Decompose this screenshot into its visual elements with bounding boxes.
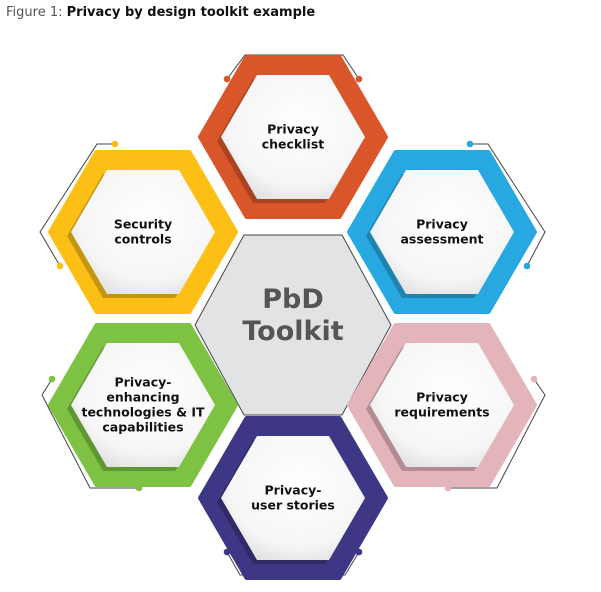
privacy-user-stories-inner-shape: [221, 436, 365, 560]
figure-caption: Figure 1: Privacy by design toolkit exam…: [6, 5, 315, 20]
caption-title: Privacy by design toolkit example: [66, 5, 316, 20]
privacy-checklist-inner-shape: [221, 75, 365, 199]
security-controls-connector-dot: [56, 262, 64, 270]
privacy-user-stories-label-line: Privacy-: [265, 483, 322, 498]
privacy-enhancing-technologies-label-line: Privacy-: [115, 375, 172, 390]
privacy-requirements-inner-shape: [370, 343, 514, 467]
privacy-enhancing-technologies-label-line: enhancing: [106, 390, 179, 405]
privacy-user-stories-label-line: user stories: [251, 498, 335, 513]
privacy-assessment-label-line: assessment: [400, 232, 483, 247]
privacy-enhancing-technologies-label-line: technologies & IT: [81, 405, 205, 420]
privacy-enhancing-technologies-label-line: capabilities: [102, 420, 183, 435]
privacy-assessment-connector-dot: [466, 140, 474, 148]
center-hexagon-shape: [194, 234, 392, 416]
privacy-requirements-connector-line: [448, 378, 546, 489]
privacy-assessment-connector-line: [470, 143, 546, 267]
privacy-assessment-inner-shape: [370, 170, 514, 294]
privacy-enhancing-technologies-connector-dot: [48, 375, 56, 383]
security-controls-connector-dot: [111, 140, 119, 148]
privacy-checklist-connector-dot: [355, 75, 363, 83]
security-controls-inner-shape: [71, 170, 215, 294]
privacy-enhancing-technologies-inner-shape: [71, 343, 215, 467]
privacy-checklist-label-line: checklist: [262, 137, 325, 152]
privacy-user-stories-hexagon: Privacy-user stories: [198, 416, 388, 580]
privacy-assessment-connector-dot: [523, 262, 531, 270]
privacy-checklist-connector-dot: [223, 75, 231, 83]
security-controls-label-line: Security: [114, 217, 172, 232]
caption-prefix: Figure 1:: [6, 5, 63, 20]
security-controls-connector-line: [39, 143, 115, 267]
privacy-requirements-label-line: Privacy: [416, 390, 468, 405]
privacy-requirements-label-line: requirements: [394, 405, 489, 420]
privacy-requirements-connector-dot: [530, 375, 538, 383]
center-label-line: Toolkit: [242, 316, 343, 347]
privacy-enhancing-technologies-connector-line: [41, 378, 139, 489]
center-label-line: PbD: [262, 284, 324, 315]
privacy-assessment-label-line: Privacy: [416, 217, 468, 232]
privacy-checklist-label-line: Privacy: [267, 122, 319, 137]
security-controls-label-line: controls: [114, 232, 171, 247]
